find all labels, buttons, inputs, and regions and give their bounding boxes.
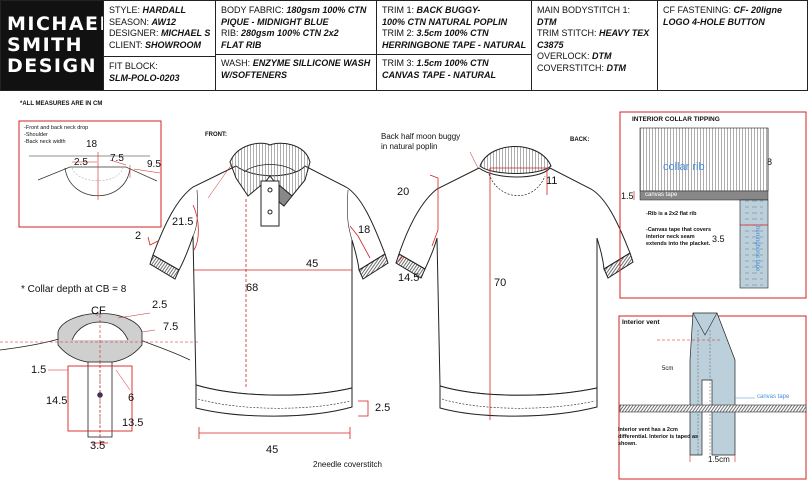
client-value: SHOWROOM [145, 39, 202, 50]
back-dim-14-5: 14.5 [398, 272, 420, 284]
front-dim-45-hem: 45 [266, 444, 279, 456]
front-dim-45: 45 [306, 258, 319, 270]
style-info: STYLE: HARDALL SEASON: AW12 DESIGNER: MI… [103, 1, 215, 90]
collar-depth-note: * Collar depth at CB = 8 [21, 284, 127, 295]
measures-note: *ALL MEASURES ARE IN CM [20, 101, 103, 107]
neck-drop-notes: -Front and back neck drop -Shoulder -Bac… [24, 125, 89, 145]
vent-dim-1-5cm: 1.5cm [708, 455, 730, 464]
collar-depth-diagram [0, 310, 200, 450]
season-value: AW12 [151, 16, 177, 27]
back-dim-20: 20 [397, 186, 410, 198]
interior-dim-8: 8 [767, 157, 773, 167]
front-dim-21-5: 21.5 [172, 216, 194, 228]
front-dim-18: 18 [358, 224, 371, 236]
back-dim-70: 70 [494, 277, 507, 289]
coverstitch-note: 2needle coverstitch [313, 460, 382, 469]
brand-line-3: DESIGN [7, 55, 98, 77]
tech-drawing [0, 111, 807, 480]
front-dims [147, 163, 371, 439]
collar-dim-14-5: 14.5 [46, 395, 68, 407]
style-value: HARDALL [142, 5, 187, 15]
collar-dim-6: 6 [128, 392, 135, 404]
interior-vent-diagram [618, 312, 807, 480]
brand-logo: MICHAEL SMITH DESIGN [1, 1, 114, 90]
vent-dim-5cm: 5cm [662, 366, 674, 372]
canvas-tape-note: -Canvas tape that covers interior neck s… [646, 227, 712, 247]
buggy-note-2: in natural poplin [381, 142, 438, 151]
trim-info: TRIM 1: BACK BUGGY- 100% CTN NATURAL POP… [376, 1, 531, 90]
collar-rib-label: collar rib [663, 161, 705, 173]
neck-dim-7-5: 7.5 [110, 153, 124, 164]
brand-line-2: SMITH [7, 34, 84, 56]
interior-collar-diagram [619, 111, 807, 299]
collar-dim-13-5: 13.5 [122, 417, 144, 429]
herringbone-label: herringbone tape [754, 226, 760, 272]
collar-dim-2-5: 2.5 [152, 299, 168, 311]
front-label: FRONT: [205, 132, 227, 138]
fit-block-value: SLM-POLO-0203 [109, 72, 180, 83]
neck-dim-9-5: 9.5 [147, 159, 161, 170]
collar-dim-3-5: 3.5 [90, 440, 106, 452]
back-shirt [395, 146, 634, 417]
interior-dim-1-5: 1.5 [621, 191, 634, 201]
designer-value: MICHAEL S [161, 28, 211, 38]
front-dim-2-5: 2.5 [375, 402, 391, 414]
interior-dim-3-5: 3.5 [712, 234, 725, 244]
cf-label: CF [91, 305, 106, 317]
collar-dim-1-5: 1.5 [31, 364, 47, 376]
back-label: BACK: [570, 137, 590, 143]
front-dim-2: 2 [135, 230, 142, 242]
neck-dim-2-5: 2.5 [74, 157, 88, 168]
spec-header: MICHAEL SMITH DESIGN STYLE: HARDALL SEAS… [0, 0, 808, 91]
interior-collar-title: INTERIOR COLLAR TIPPING [632, 116, 720, 123]
fabric-info: BODY FABRIC: 180gsm 100% CTN PIQUE - MID… [215, 1, 376, 90]
vent-note: Interior vent has a 2cm differential. In… [618, 427, 699, 447]
interior-vent-title: Interior vent [622, 319, 660, 326]
rib-note: -Rib is a 2x2 flat rib [646, 211, 697, 217]
vent-canvas-tape-label: canvas tape [757, 394, 790, 400]
brand-line-1: MICHAEL [7, 13, 114, 35]
front-dim-68: 68 [246, 282, 259, 294]
neck-dim-18: 18 [86, 139, 98, 150]
front-shirt [149, 142, 389, 417]
fastening-info: CF FASTENING: CF- 20ligne LOGO 4-HOLE BU… [657, 1, 807, 90]
neck-drop-diagram [18, 120, 162, 228]
stitch-info: MAIN BODYSTITCH 1: DTM TRIM STITCH: HEAV… [531, 1, 657, 90]
collar-dim-7-5: 7.5 [163, 321, 179, 333]
back-dims [397, 151, 548, 420]
canvas-tape-label: canvas tape [645, 192, 678, 198]
back-dim-11: 11 [546, 175, 558, 187]
buggy-note-1: Back half moon buggy [381, 132, 461, 141]
